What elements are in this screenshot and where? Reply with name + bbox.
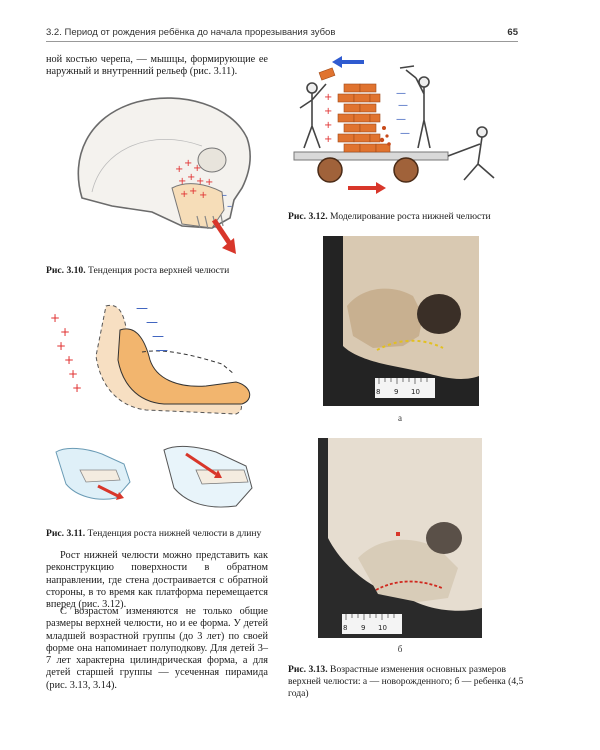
ruler-a [375,378,435,398]
face-region-a [347,288,423,348]
svg-text:+: + [68,367,78,381]
paragraph-2: С возрастом изменяются не только общие р… [46,606,268,691]
ruler-b-ticks [345,614,395,620]
jaw-sketch-older [163,445,253,508]
svg-text:+: + [175,164,183,175]
mandible-minus-signs: —— —— [136,301,168,357]
yellow-outline-a [376,339,444,351]
orbit-b [426,522,462,554]
red-arrow-head [376,182,386,194]
svg-text:+: + [193,163,201,174]
running-header: 3.2. Период от рождения ребёнка до начал… [46,27,518,42]
photo-a-label: а [398,413,402,423]
fig-3-10-label: Рис. 3.10. [46,265,86,276]
teeth [196,214,224,230]
svg-text:10: 10 [411,388,420,396]
fig-3-10-caption: Рис. 3.10. Тенденция роста верхней челюс… [46,265,276,277]
fig-3-13-text: Возрастные изменения основных размеров в… [288,664,524,699]
photo-b-label: б [397,644,403,654]
mandible-shape-grown [117,328,251,405]
worker-right [399,65,431,149]
svg-text:+: + [56,339,66,353]
svg-text:+: + [178,176,186,187]
ruler-a-ticks [378,378,428,384]
svg-text:—: — [398,100,408,111]
svg-text:+: + [189,186,197,197]
ruler-b [342,614,402,634]
brick-wall [318,67,391,153]
svg-text:+: + [324,92,332,103]
orbit-a [417,294,461,334]
mandible-dashed-line [141,350,235,375]
jaw-sketch-young [55,447,131,500]
ruler-a-labels: 8 9 10 [376,388,420,396]
svg-text:+: + [205,177,213,188]
mandible-modeling-illustration: ++ ++ —— —— [293,56,495,194]
plus-signs: ++ ++ ++ ++ ++ [175,158,213,201]
skull-photo-newborn: 8 9 10 [323,236,479,406]
svg-text:8: 8 [343,624,347,632]
growth-arrow-shaft [211,218,233,246]
svg-text:+: + [50,311,60,325]
platform-wheel-left [317,157,343,183]
fig-3-11-caption: Рис. 3.11. Тенденция роста нижней челюст… [46,528,276,540]
svg-text:–: – [227,201,232,212]
worker-pulling [447,126,495,181]
section-title: 3.2. Период от рождения ребёнка до начал… [46,27,336,38]
svg-text:+: + [199,190,207,201]
ruler-b-labels: 8 9 10 [343,624,387,632]
svg-text:+: + [324,134,332,145]
svg-text:+: + [180,189,188,200]
svg-text:+: + [324,120,332,131]
fig-3-11-label: Рис. 3.11. [46,528,86,539]
growth-arrow-head [222,238,236,254]
mandible-growth-illustration: ++ ++ ++ —— —— [50,301,251,415]
svg-text:—: — [396,88,406,99]
page-number: 65 [507,27,518,38]
rubble [379,126,391,146]
svg-text:—: — [146,315,158,329]
fig-3-12-text: Моделирование роста нижней челюсти [330,211,491,222]
fig-3-13-caption: Рис. 3.13. Возрастные изменения основных… [288,664,524,700]
top-paragraph: ной костью черепа, — мышцы, формирующие … [46,54,268,78]
svg-text:+: + [184,158,192,169]
svg-text:—: — [400,128,410,139]
svg-text:8: 8 [376,388,380,396]
fig-3-11-text: Тенденция роста нижней челюсти в длину [87,528,262,539]
paragraph-1: Рост нижней челюсти можно представить ка… [46,550,268,611]
svg-text:+: + [60,325,70,339]
svg-text:+: + [324,106,332,117]
wall-minus-signs: —— —— [396,88,410,139]
jaw-comparison-illustration [55,445,253,508]
fig-3-10-text: Тенденция роста верхней челюсти [88,265,230,276]
svg-text:—: — [396,114,406,125]
skull-growth-illustration: ++ ++ ++ ++ ++ –– [77,97,251,254]
platform-wheel-right [393,157,419,183]
svg-text:+: + [196,176,204,187]
mandible-plus-signs: ++ ++ ++ [50,311,82,395]
svg-text:9: 9 [394,388,398,396]
svg-text:+: + [72,381,82,395]
fig-3-12-caption: Рис. 3.12. Моделирование роста нижней че… [288,211,528,223]
svg-text:–: – [222,190,227,201]
svg-text:—: — [156,343,168,357]
svg-text:+: + [64,353,74,367]
marker-b [396,532,400,536]
minus-signs: –– [222,190,232,212]
fig-3-13-label: Рис. 3.13. [288,664,328,675]
svg-text:10: 10 [378,624,387,632]
wall-plus-signs: + + + + [324,92,332,145]
svg-text:—: — [152,329,164,343]
platform [293,151,449,161]
skull-suture [91,139,203,193]
skull-photo-child: 8 9 10 [318,438,482,638]
orbit [197,147,227,173]
fig-3-12-label: Рис. 3.12. [288,211,328,222]
svg-text:9: 9 [361,624,365,632]
red-outline-b [375,580,443,591]
svg-text:—: — [136,301,148,315]
worker-left [299,82,327,149]
svg-text:+: + [187,172,195,183]
blue-arrow-head [332,56,342,68]
